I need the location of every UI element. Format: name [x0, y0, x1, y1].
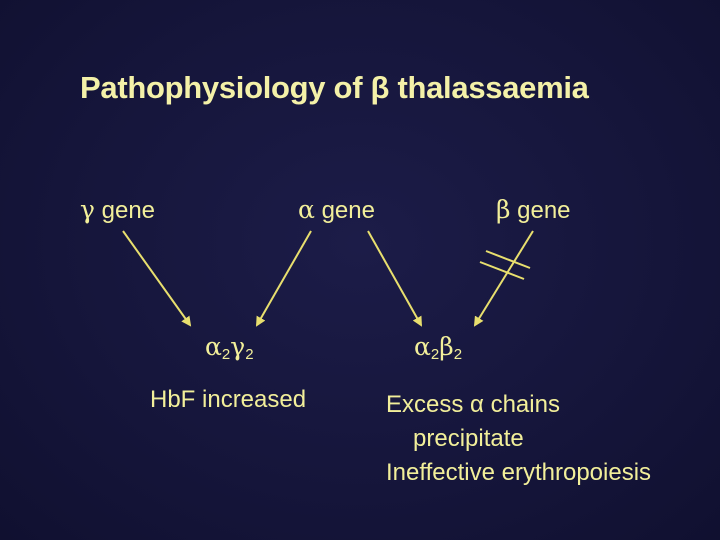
hbf-alpha-sub: 2	[221, 346, 231, 363]
arrow-alpha-to-hba	[367, 230, 422, 327]
beta-gene-label: β gene	[496, 197, 571, 223]
alpha-gene-label: α gene	[298, 197, 375, 223]
slide-title: Pathophysiology of β thalassaemia	[80, 70, 589, 105]
block-mark-2	[485, 250, 531, 269]
arrow-gamma-to-hbf	[122, 230, 192, 327]
arrow-beta-to-hba	[473, 230, 534, 327]
note-excess-alpha: Excess α chains	[386, 391, 560, 418]
hba-beta: β	[439, 332, 454, 361]
hba-alpha-sub: 2	[430, 346, 440, 363]
hba-notes: Excess α chains precipitate Ineffective …	[386, 388, 651, 490]
alpha-symbol: α	[298, 195, 315, 224]
hba-alpha: α	[414, 332, 431, 361]
hbf-product-label: α2γ2	[205, 334, 254, 362]
hbf-gamma-sub: 2	[245, 346, 254, 363]
alpha-gene-text: gene	[321, 197, 375, 224]
note-ineffective-erythropoiesis: Ineffective erythropoiesis	[386, 459, 652, 486]
gamma-symbol: γ	[80, 195, 95, 224]
arrow-alpha-to-hbf	[256, 230, 312, 327]
gamma-gene-text: gene	[101, 197, 156, 224]
gamma-gene-label: γ gene	[80, 197, 155, 223]
hbf-gamma: γ	[230, 332, 246, 361]
hba-product-label: α2β2	[414, 334, 462, 362]
note-precipitate: precipitate	[413, 425, 524, 452]
hba-beta-sub: 2	[453, 346, 463, 363]
block-mark-1	[479, 261, 525, 280]
beta-gene-text: gene	[517, 197, 571, 224]
beta-symbol: β	[496, 195, 511, 224]
hbf-increased-note: HbF increased	[150, 386, 307, 413]
hbf-alpha: α	[205, 332, 222, 361]
